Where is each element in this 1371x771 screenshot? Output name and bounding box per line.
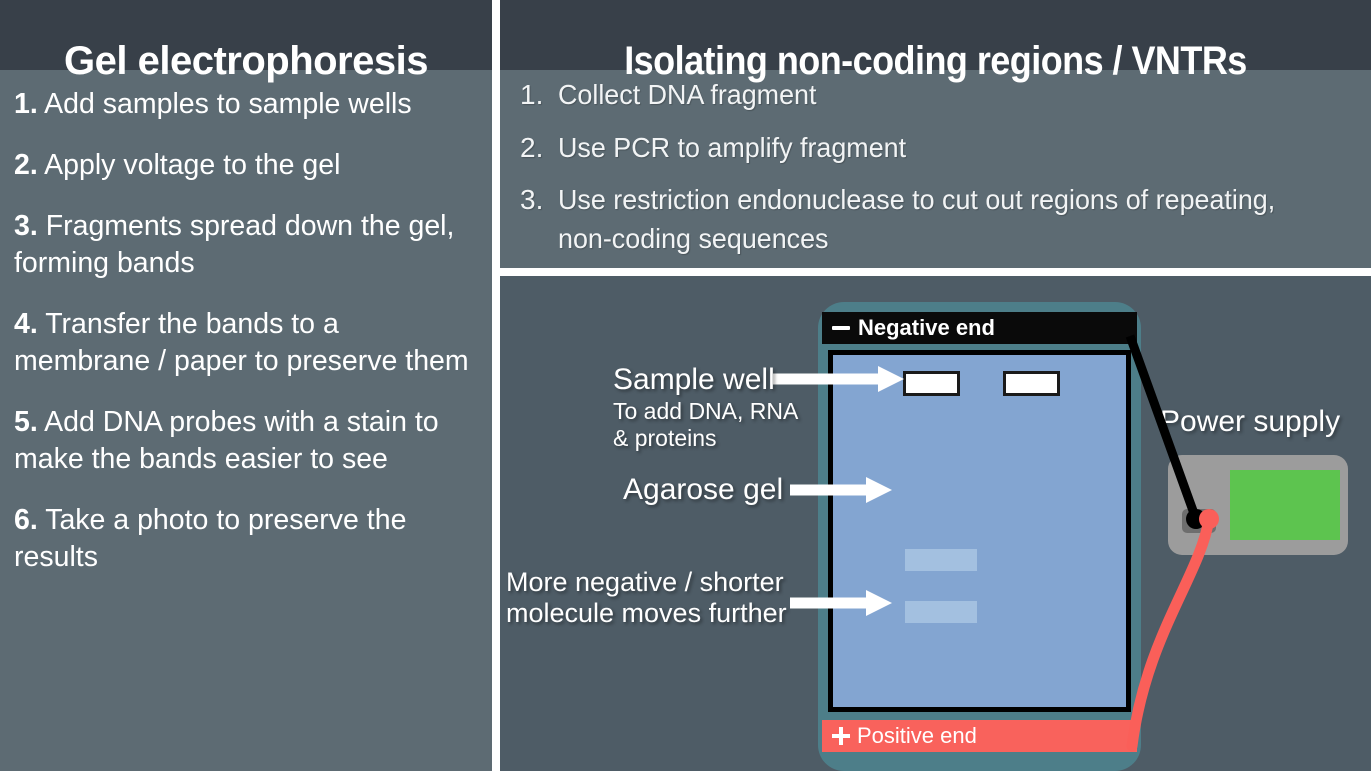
step-text: Fragments spread down the gel, forming b… [14,210,455,280]
step-number: 5. [14,406,38,439]
power-supply [1168,455,1348,555]
vertical-divider [492,0,500,771]
callout-migration: More negative / shorter molecule moves f… [506,567,787,630]
minus-icon [832,326,850,330]
dna-band [905,549,977,571]
callout-line: & proteins [613,424,717,451]
left-panel-header: Gel electrophoresis [0,0,492,83]
step-text: Collect DNA fragment [558,79,817,110]
list-item: 1. Collect DNA fragment [520,76,1360,115]
step-number: 2. [14,149,38,182]
callout-line: More negative / shorter [506,567,784,597]
step-text: Take a photo to preserve the results [14,504,407,574]
list-item: 3. Use restriction endonuclease to cut o… [520,181,1360,258]
list-item: 5. Add DNA probes with a stain to make t… [14,404,474,478]
step-text: Add DNA probes with a stain to make the … [14,406,439,476]
left-panel-title: Gel electrophoresis [64,39,428,84]
dna-band [905,601,977,623]
step-number: 1. [14,88,38,120]
step-text: Apply voltage to the gel [44,149,341,182]
step-number: 1. [520,79,544,110]
electrophoresis-diagram: Negative end Positive end Power supply [500,276,1371,771]
callout-sample-well: Sample well [613,363,775,396]
positive-end-label: Positive end [857,723,977,748]
list-item: 2. Apply voltage to the gel [14,147,474,184]
vntr-isolation-steps: 1. Collect DNA fragment 2. Use PCR to am… [520,76,1360,273]
step-text: Use restriction endonuclease to cut out … [558,184,1276,254]
step-number: 6. [14,504,38,537]
step-text: Add samples to sample wells [44,88,412,120]
negative-end-label: Negative end [858,315,995,340]
power-supply-label: Power supply [1160,405,1341,438]
list-item: 2. Use PCR to amplify fragment [520,129,1360,168]
list-item: 4. Transfer the bands to a membrane / pa… [14,306,474,380]
callout-line: molecule moves further [506,598,787,629]
callout-sample-well-detail: To add DNA, RNA & proteins [613,398,798,451]
agarose-gel-block [828,350,1131,712]
gel-electrophoresis-steps: 1. Add samples to sample wells 2. Apply … [14,86,474,600]
callout-agarose-gel: Agarose gel [623,473,784,506]
step-text: Transfer the bands to a membrane / paper… [14,308,469,378]
plus-icon [832,727,850,745]
right-panel-title: Isolating non-coding regions / VNTRs [624,39,1247,84]
power-supply-terminal [1182,509,1216,533]
power-supply-screen [1230,470,1340,540]
step-text: Use PCR to amplify fragment [558,131,907,163]
step-number: 3. [520,184,544,216]
positive-end-bar: Positive end [822,720,1137,752]
step-number: 2. [520,131,544,163]
list-item: 3. Fragments spread down the gel, formin… [14,208,474,282]
left-panel: Gel electrophoresis 1. Add samples to sa… [0,0,492,771]
negative-end-bar: Negative end [822,312,1137,344]
step-number: 3. [14,210,38,243]
horizontal-divider [500,268,1371,276]
list-item: 6. Take a photo to preserve the results [14,502,474,576]
step-number: 4. [14,308,38,341]
sample-well [903,371,960,396]
callout-line: To add DNA, RNA [613,398,799,424]
sample-well [1003,371,1060,396]
right-panel-header: Isolating non-coding regions / VNTRs [500,0,1371,83]
list-item: 1. Add samples to sample wells [14,86,474,123]
